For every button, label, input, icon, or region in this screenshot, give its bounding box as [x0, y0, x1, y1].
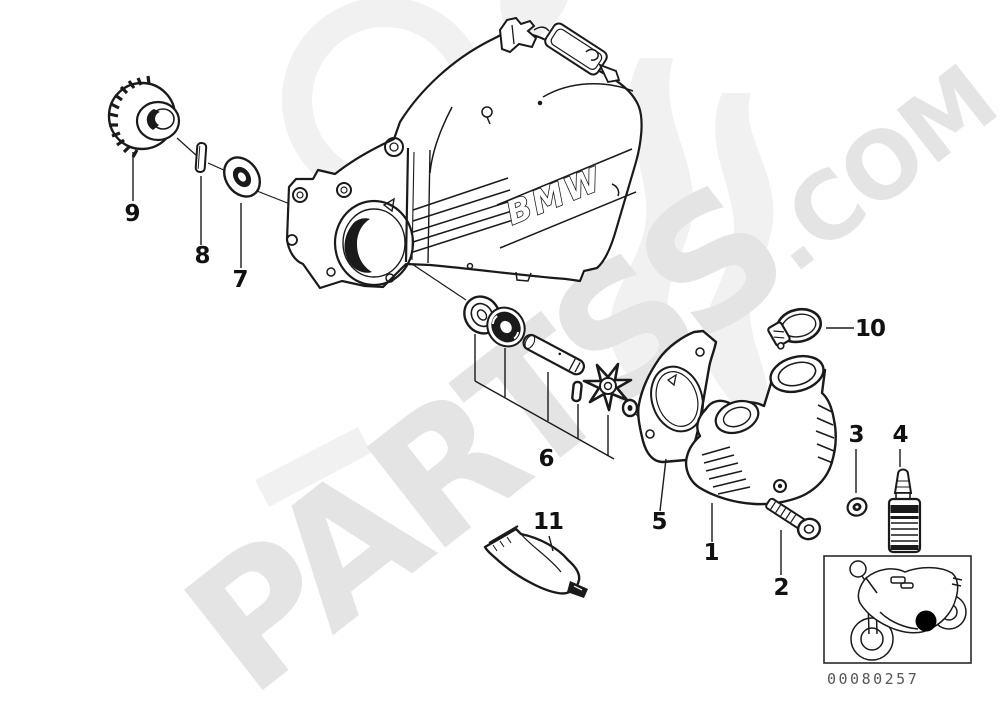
part-7-washer	[222, 156, 262, 198]
cover-top-bracket	[544, 22, 621, 84]
callout-1: 1	[703, 540, 719, 566]
location-thumbnail	[823, 555, 972, 664]
part-11-sealant-tube	[483, 525, 588, 598]
callout-4: 4	[892, 422, 908, 448]
callout-2: 2	[773, 575, 789, 601]
part-3-washer	[846, 497, 868, 517]
cover-top-clip	[498, 16, 550, 54]
diagram-image-code: 00080257	[827, 670, 920, 688]
part-8-pin	[194, 141, 208, 174]
part-6-impeller	[582, 362, 633, 412]
part-9-gear	[107, 75, 181, 158]
part-6-bearing	[486, 306, 526, 348]
callout-leader-lines	[132, 152, 901, 575]
part-2-screw	[765, 497, 822, 541]
callout-11: 11	[532, 509, 564, 535]
clutch-cover: BMW	[285, 16, 643, 290]
callout-6: 6	[538, 446, 554, 472]
part-6-impeller-pin	[571, 380, 583, 403]
callout-8: 8	[194, 243, 210, 269]
part-10-hose-clamp	[767, 307, 823, 350]
engine-location-dot	[915, 610, 937, 632]
callout-3: 3	[848, 422, 864, 448]
water-pump-housing-plate	[286, 137, 431, 287]
callout-7: 7	[232, 267, 248, 293]
part-1-water-pump-cover	[684, 354, 837, 506]
part-6-shaft	[522, 333, 586, 376]
callout-9: 9	[124, 201, 140, 227]
callout-5: 5	[651, 509, 667, 535]
part-4-fluid-bottle	[887, 468, 922, 554]
callout-10: 10	[854, 316, 886, 342]
